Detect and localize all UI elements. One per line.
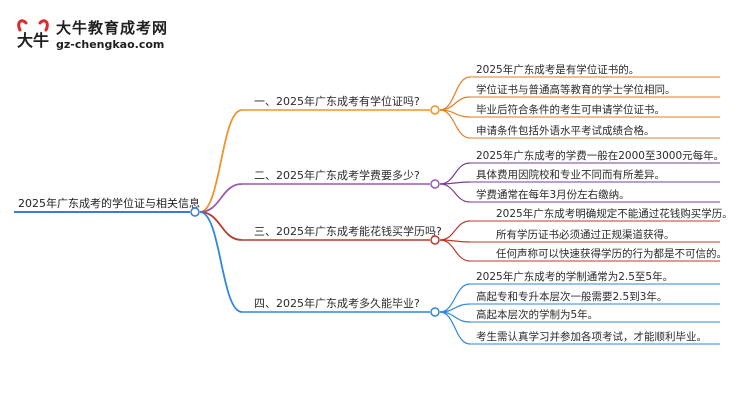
leaf-connector [439,220,471,241]
branch-connector [199,211,243,313]
logo-url: gz-chengkao.com [56,38,165,51]
leaf-connector [439,183,471,203]
branch-collapse-toggle[interactable] [430,235,440,245]
branch-collapse-toggle[interactable] [430,179,440,189]
leaf-label: 高起本层次的学制为5年。 [476,308,598,321]
branch-label: 三、2025年广东成考能花钱买学历吗? [254,224,442,238]
branch-label: 一、2025年广东成考有学位证吗? [254,94,420,108]
leaf-connector [439,311,471,345]
leaf-label: 2025年广东成考的学费一般在2000至3000元每年。 [476,149,724,162]
leaf-label: 高起专和专升本层次一般需要2.5到3年。 [476,290,667,303]
leaf-label: 申请条件包括外语水平考试成绩合格。 [476,124,655,137]
leaf-label: 学位证书与普通高等教育的学士学位相同。 [476,83,676,96]
branch-connector [199,183,243,213]
branch-connector [199,109,243,213]
leaf-label: 任何声称可以快速获得学历的行为都是不可信的。 [496,247,727,260]
leaf-label: 学费通常在每年3月份左右缴纳。 [476,188,630,201]
leaf-label: 具体费用因院校和专业不同而有所差异。 [476,168,665,181]
site-logo[interactable]: 大牛 大牛教育成考网 gz-chengkao.com [14,14,214,58]
leaf-label: 2025年广东成考是有学位证书的。 [476,63,639,76]
leaf-connector [439,109,471,139]
leaf-label: 2025年广东成考明确规定不能通过花钱购买学历。 [496,207,733,220]
branch-label: 二、2025年广东成考学费要多少? [254,168,420,182]
root-collapse-toggle[interactable] [190,207,200,217]
logo-mark-text: 大牛 [17,31,49,50]
branch-label: 四、2025年广东成考多久能毕业? [254,296,420,310]
leaf-label: 所有学历证书必须通过正规渠道获得。 [496,228,675,241]
logo-title: 大牛教育成考网 [56,19,169,37]
bull-logo-icon: 大牛 [17,19,49,50]
leaf-connector [439,162,471,185]
branch-collapse-toggle[interactable] [430,105,440,115]
leaf-label: 2025年广东成考的学制通常为2.5至5年。 [476,270,673,283]
leaf-label: 考生需认真学习并参加各项考试，才能顺利毕业。 [476,330,707,343]
root-topic-label: 2025年广东成考的学位证与相关信息 [18,196,200,210]
leaf-label: 毕业后符合条件的考生可申请学位证书。 [476,103,665,116]
leaf-connector [439,76,471,111]
leaf-connector [439,96,471,111]
branch-connector [199,211,243,241]
branch-collapse-toggle[interactable] [430,307,440,317]
leaf-connector [439,239,471,262]
